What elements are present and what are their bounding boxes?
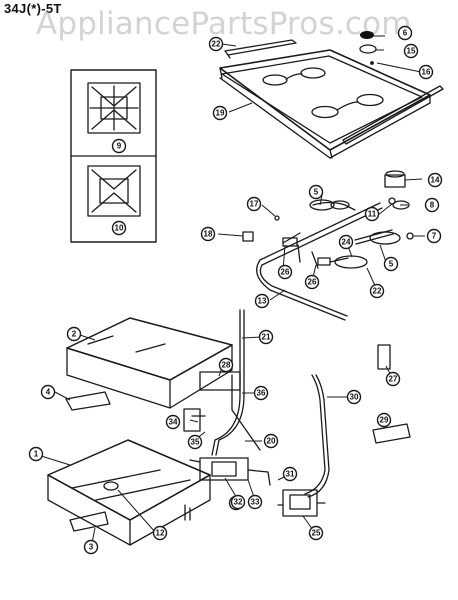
callout-label: 26 bbox=[281, 268, 290, 277]
callout-label: 3 bbox=[89, 543, 94, 552]
callout-label: 1 bbox=[34, 450, 39, 459]
callout-label: 20 bbox=[267, 437, 276, 446]
callout-label: 16 bbox=[422, 68, 431, 77]
leader-lines bbox=[37, 35, 425, 544]
callout-36: 36 bbox=[253, 385, 269, 401]
callout-7: 7 bbox=[426, 228, 442, 244]
callout-label: 27 bbox=[389, 375, 398, 384]
callout-label: 5 bbox=[389, 260, 394, 269]
callout-21: 21 bbox=[258, 329, 274, 345]
callout-label: 22 bbox=[373, 287, 382, 296]
callout-22b: 22 bbox=[369, 283, 385, 299]
callout-3: 3 bbox=[83, 539, 99, 555]
callout-label: 33 bbox=[251, 498, 260, 507]
grate-box bbox=[70, 69, 157, 243]
callout-8: 8 bbox=[424, 197, 440, 213]
callout-15: 15 bbox=[403, 43, 419, 59]
callout-26b: 26 bbox=[304, 274, 320, 290]
callout-25: 25 bbox=[308, 525, 324, 541]
callout-label: 22 bbox=[212, 40, 221, 49]
callout-28: 28 bbox=[218, 357, 234, 373]
callout-label: 9 bbox=[117, 142, 122, 151]
callout-35: 35 bbox=[187, 434, 203, 450]
callout-label: 28 bbox=[222, 361, 231, 370]
callout-label: 18 bbox=[204, 230, 213, 239]
callout-31: 31 bbox=[282, 466, 298, 482]
side-trim bbox=[342, 85, 444, 145]
callout-9: 9 bbox=[111, 138, 127, 154]
callout-13: 13 bbox=[254, 293, 270, 309]
callout-label: 36 bbox=[257, 389, 266, 398]
callout-label: 5 bbox=[314, 188, 319, 197]
callout-24: 24 bbox=[338, 234, 354, 250]
callout-14: 14 bbox=[427, 172, 443, 188]
callout-30: 30 bbox=[346, 389, 362, 405]
callout-label: 21 bbox=[262, 333, 271, 342]
callout-label: 15 bbox=[407, 47, 416, 56]
callout-label: 12 bbox=[156, 529, 165, 538]
callout-label: 24 bbox=[342, 238, 351, 247]
callout-22a: 22 bbox=[208, 36, 224, 52]
callout-label: 13 bbox=[258, 297, 267, 306]
callout-label: 30 bbox=[350, 393, 359, 402]
callout-label: 25 bbox=[312, 529, 321, 538]
callout-6: 6 bbox=[397, 25, 413, 41]
callout-label: 31 bbox=[286, 470, 295, 479]
callout-29: 29 bbox=[376, 412, 392, 428]
callout-label: 8 bbox=[430, 201, 435, 210]
callout-34: 34 bbox=[165, 414, 181, 430]
burner-cap bbox=[359, 31, 377, 54]
callout-label: 11 bbox=[368, 210, 377, 219]
oven-bottom bbox=[65, 317, 233, 411]
callout-19: 19 bbox=[212, 105, 228, 121]
callout-5b: 5 bbox=[383, 256, 399, 272]
cooktop-panel bbox=[219, 49, 431, 159]
callout-label: 4 bbox=[46, 388, 51, 397]
callout-label: 6 bbox=[403, 29, 408, 38]
callout-20a: 20 bbox=[263, 433, 279, 449]
callout-18: 18 bbox=[200, 226, 216, 242]
oven-burner bbox=[47, 439, 211, 546]
thermostat-tubing bbox=[183, 309, 411, 517]
callout-11: 11 bbox=[364, 206, 380, 222]
callout-label: 17 bbox=[250, 200, 259, 209]
callout-label: 35 bbox=[191, 438, 200, 447]
callout-2: 2 bbox=[66, 326, 82, 342]
callout-label: 29 bbox=[380, 416, 389, 425]
callout-33: 33 bbox=[247, 494, 263, 510]
callout-12: 12 bbox=[152, 525, 168, 541]
callout-32: 32 bbox=[230, 494, 246, 510]
callout-26a: 26 bbox=[277, 264, 293, 280]
watermark: AppliancePartsPros.com bbox=[36, 6, 412, 42]
callout-label: 32 bbox=[234, 498, 243, 507]
callout-16: 16 bbox=[418, 64, 434, 80]
callout-5a: 5 bbox=[308, 184, 324, 200]
callout-label: 14 bbox=[431, 176, 440, 185]
callout-label: 7 bbox=[432, 232, 437, 241]
callout-label: 19 bbox=[216, 109, 225, 118]
rear-trim bbox=[224, 39, 297, 59]
callout-label: 34 bbox=[169, 418, 178, 427]
callout-17: 17 bbox=[246, 196, 262, 212]
model-number: 34J(*)-5T bbox=[4, 1, 62, 16]
callout-label: 2 bbox=[72, 330, 77, 339]
callout-label: 10 bbox=[115, 224, 124, 233]
callout-1: 1 bbox=[28, 446, 44, 462]
callout-4: 4 bbox=[40, 384, 56, 400]
spark-module bbox=[384, 170, 410, 210]
callout-10: 10 bbox=[111, 220, 127, 236]
callout-27: 27 bbox=[385, 371, 401, 387]
callout-label: 26 bbox=[308, 278, 317, 287]
